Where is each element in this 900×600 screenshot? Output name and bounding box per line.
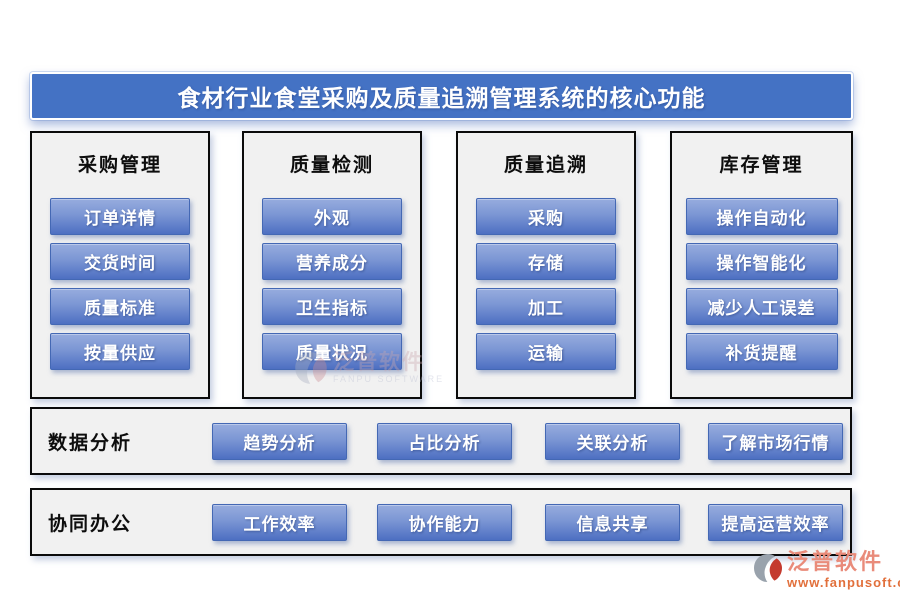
column-header: 库存管理 <box>719 155 804 176</box>
button-stack: 订单详情 交货时间 质量标准 按量供应 <box>32 198 208 370</box>
feature-button-proportion-analysis[interactable]: 占比分析 <box>377 423 512 460</box>
feature-button-work-efficiency[interactable]: 工作效率 <box>212 504 347 541</box>
column-header: 采购管理 <box>77 155 162 176</box>
brand-text: 泛普软件 www.fanpusoft.com <box>787 549 900 590</box>
band-label: 数据分析 <box>48 432 133 454</box>
button-stack: 外观 营养成分 卫生指标 质量状况 <box>244 198 420 370</box>
feature-button-automation[interactable]: 操作自动化 <box>685 198 838 235</box>
button-stack: 采购 存储 加工 运输 <box>458 198 634 370</box>
feature-button-market-insight[interactable]: 了解市场行情 <box>708 423 843 460</box>
page-title: 食材行业食堂采购及质量追溯管理系统的核心功能 <box>30 72 853 120</box>
feature-button-order-details[interactable]: 订单详情 <box>50 198 190 235</box>
feature-button-transport[interactable]: 运输 <box>476 333 616 370</box>
feature-button-info-sharing[interactable]: 信息共享 <box>545 504 680 541</box>
feature-button-purchase[interactable]: 采购 <box>476 198 616 235</box>
column-quality-inspection: 质量检测 外观 营养成分 卫生指标 质量状况 <box>242 131 422 399</box>
feature-button-collaboration-ability[interactable]: 协作能力 <box>377 504 512 541</box>
button-stack: 操作自动化 操作智能化 减少人工误差 补货提醒 <box>672 198 851 370</box>
column-header: 质量检测 <box>289 155 374 176</box>
band-label: 协同办公 <box>48 513 133 535</box>
column-procurement: 采购管理 订单详情 交货时间 质量标准 按量供应 <box>30 131 210 399</box>
feature-button-correlation-analysis[interactable]: 关联分析 <box>545 423 680 460</box>
feature-button-quality-status[interactable]: 质量状况 <box>262 333 402 370</box>
feature-button-delivery-time[interactable]: 交货时间 <box>50 243 190 280</box>
brand-footer: 泛普软件 www.fanpusoft.com <box>752 549 900 590</box>
column-inventory: 库存管理 操作自动化 操作智能化 减少人工误差 补货提醒 <box>670 131 853 399</box>
feature-button-restock-reminder[interactable]: 补货提醒 <box>685 333 838 370</box>
feature-button-intelligence[interactable]: 操作智能化 <box>685 243 838 280</box>
column-header: 质量追溯 <box>503 155 588 176</box>
band-collaboration: 协同办公 工作效率 协作能力 信息共享 提高运营效率 <box>30 488 852 556</box>
feature-button-hygiene-index[interactable]: 卫生指标 <box>262 288 402 325</box>
feature-button-storage[interactable]: 存储 <box>476 243 616 280</box>
feature-button-quality-standard[interactable]: 质量标准 <box>50 288 190 325</box>
band-data-analysis: 数据分析 趋势分析 占比分析 关联分析 了解市场行情 <box>30 407 852 475</box>
brand-name: 泛普软件 <box>787 549 884 574</box>
feature-button-supply-by-volume[interactable]: 按量供应 <box>50 333 190 370</box>
column-quality-traceability: 质量追溯 采购 存储 加工 运输 <box>456 131 636 399</box>
feature-button-trend-analysis[interactable]: 趋势分析 <box>212 423 347 460</box>
fanpu-logo-icon <box>754 554 782 582</box>
feature-button-appearance[interactable]: 外观 <box>262 198 402 235</box>
feature-button-nutrition[interactable]: 营养成分 <box>262 243 402 280</box>
feature-button-reduce-error[interactable]: 减少人工误差 <box>685 288 838 325</box>
feature-button-processing[interactable]: 加工 <box>476 288 616 325</box>
brand-url-link[interactable]: www.fanpusoft.com <box>787 575 900 590</box>
feature-button-operation-efficiency[interactable]: 提高运营效率 <box>708 504 843 541</box>
